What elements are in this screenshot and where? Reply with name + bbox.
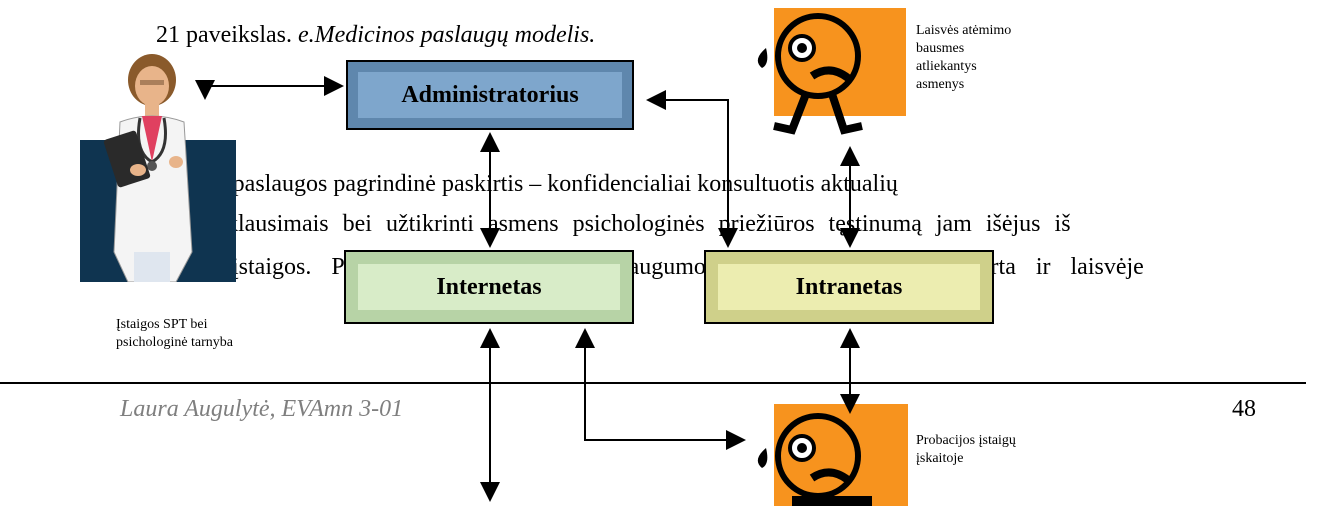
paragraph-line-2: problemų klausimais bei užtikrinti asmen… xyxy=(120,211,1071,237)
doctor-icon xyxy=(80,54,236,283)
prisoner-label: Laisvės atėmimo bausmes atliekantys asme… xyxy=(916,23,1012,92)
footer-author: Laura Augulytė, EVAmn 3-01 xyxy=(120,396,404,422)
caption-title: e.Medicinos paslaugų modelis. xyxy=(297,22,596,48)
figure-caption: 21 paveikslas. e.Medicinos paslaugų mode… xyxy=(156,22,595,49)
doctor-illustration xyxy=(80,52,236,283)
administrator-box: Administratorius xyxy=(346,60,634,130)
caption-prefix: 21 paveikslas. xyxy=(156,22,298,48)
paragraph-line-1: Psichologo paslaugos pagrindinė paskirti… xyxy=(120,171,898,197)
doctor-label: Įstaigos SPT bei psichologinė tarnyba xyxy=(116,317,234,350)
page-number: 48 xyxy=(1232,396,1256,422)
sad-face-icon xyxy=(757,404,908,506)
probation-illustration xyxy=(752,404,908,506)
footer-rule xyxy=(0,382,1306,384)
prisoner-illustration xyxy=(752,8,906,140)
probation-label: Probacijos įstaigų įskaitoje xyxy=(916,433,1016,466)
intranet-box: Intranetas xyxy=(704,250,994,324)
internet-label: Internetas xyxy=(436,273,542,300)
administrator-label: Administratorius xyxy=(401,81,579,108)
sad-face-icon xyxy=(757,8,906,135)
intranet-label: Intranetas xyxy=(795,273,903,300)
internet-box: Internetas xyxy=(344,250,634,324)
